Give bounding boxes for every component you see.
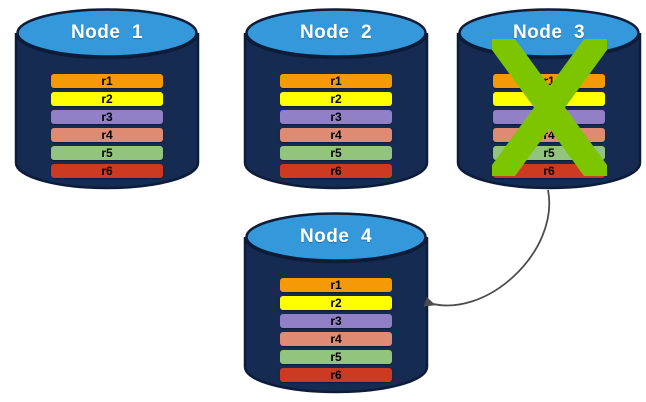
cylinder-top-face <box>16 8 198 58</box>
row-bar-r3[interactable]: r3 <box>280 110 392 124</box>
row-bar-r3[interactable]: r3 <box>51 110 163 124</box>
row-bar-r5[interactable]: r5 <box>280 350 392 364</box>
row-bar-r1[interactable]: r1 <box>280 74 392 88</box>
cylinder-top-face <box>245 212 427 262</box>
row-bar-r5[interactable]: r5 <box>280 146 392 160</box>
row-bar-r2[interactable]: r2 <box>51 92 163 106</box>
row-bar-r5[interactable]: r5 <box>51 146 163 160</box>
node-3-rows: r1 r2 r3 r4 r5 r6 <box>493 74 605 178</box>
cylinder-top-face <box>245 8 427 58</box>
row-bar-r3[interactable]: r3 <box>280 314 392 328</box>
row-bar-r5[interactable]: r5 <box>493 146 605 160</box>
row-bar-r6[interactable]: r6 <box>51 164 163 178</box>
row-bar-r1[interactable]: r1 <box>280 278 392 292</box>
row-bar-r6[interactable]: r6 <box>493 164 605 178</box>
row-bar-r4[interactable]: r4 <box>280 128 392 142</box>
node-2-rows: r1 r2 r3 r4 r5 r6 <box>280 74 392 178</box>
row-bar-r4[interactable]: r4 <box>493 128 605 142</box>
row-bar-r1[interactable]: r1 <box>51 74 163 88</box>
row-bar-r2[interactable]: r2 <box>493 92 605 106</box>
row-bar-r6[interactable]: r6 <box>280 164 392 178</box>
row-bar-r4[interactable]: r4 <box>280 332 392 346</box>
node-1-rows: r1 r2 r3 r4 r5 r6 <box>51 74 163 178</box>
row-bar-r2[interactable]: r2 <box>280 92 392 106</box>
cylinder-top-face <box>458 8 640 58</box>
node-4-rows: r1 r2 r3 r4 r5 r6 <box>280 278 392 382</box>
row-bar-r6[interactable]: r6 <box>280 368 392 382</box>
row-bar-r4[interactable]: r4 <box>51 128 163 142</box>
row-bar-r3[interactable]: r3 <box>493 110 605 124</box>
row-bar-r2[interactable]: r2 <box>280 296 392 310</box>
row-bar-r1[interactable]: r1 <box>493 74 605 88</box>
